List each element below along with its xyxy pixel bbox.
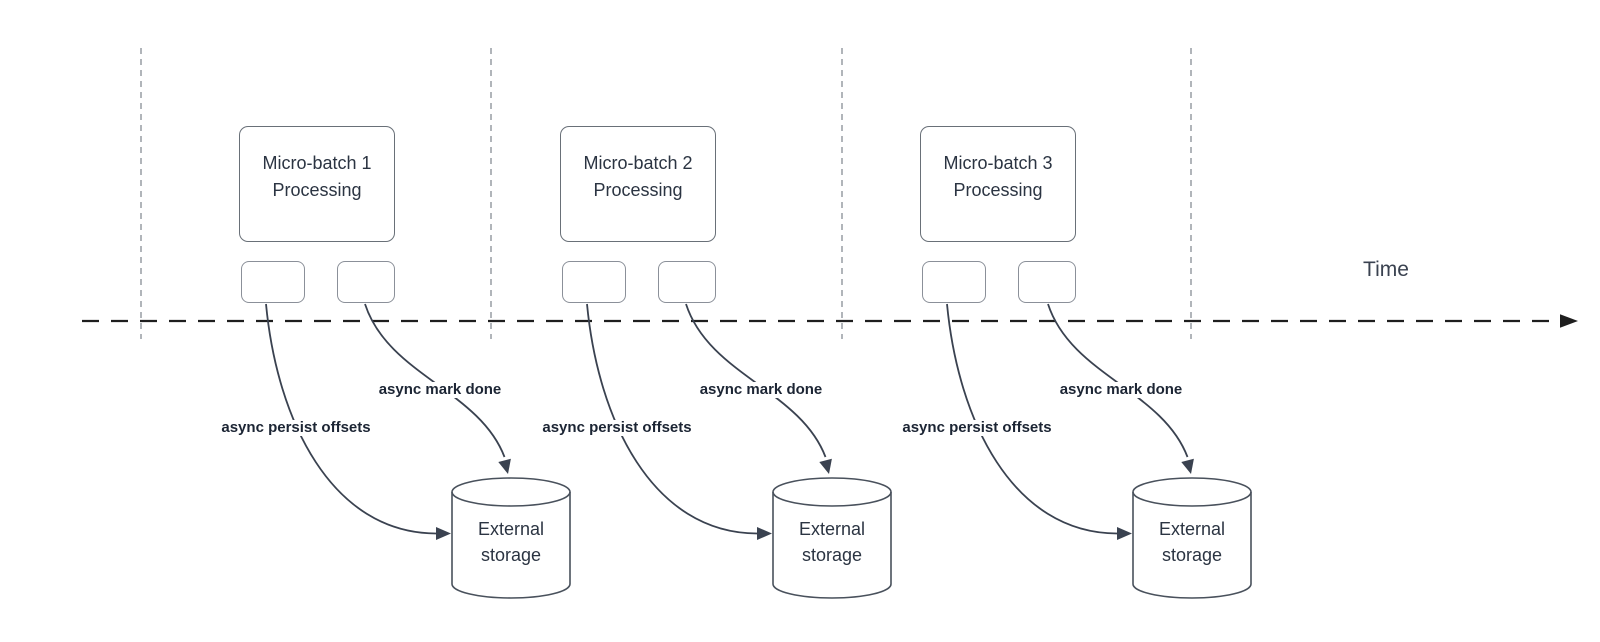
persist-offsets-label: async persist offsets xyxy=(888,420,1066,436)
persist-offsets-arrow xyxy=(946,303,1118,535)
time-axis-arrowhead-icon xyxy=(1560,314,1578,328)
mark-done-label: async mark done xyxy=(684,382,838,398)
batch-group-1: Micro-batch 1 Processing async persist o… xyxy=(207,0,579,642)
mark-done-arrowhead-icon xyxy=(498,458,511,474)
persist-offsets-arrow xyxy=(586,303,758,535)
external-storage-cylinder-lip xyxy=(1132,491,1252,507)
mark-done-arrowhead-icon xyxy=(1181,458,1194,474)
micro-batch-box-label: Micro-batch 1 Processing xyxy=(262,153,372,200)
micro-batch-box: Micro-batch 2 Processing xyxy=(560,126,716,242)
persist-offsets-label: async persist offsets xyxy=(528,420,706,436)
external-storage-cylinder xyxy=(772,477,892,599)
mark-done-arrowhead-icon xyxy=(819,458,832,474)
mark-done-task-box xyxy=(337,261,395,303)
micro-batch-box: Micro-batch 3 Processing xyxy=(920,126,1076,242)
time-axis-label: Time xyxy=(1363,258,1409,281)
external-storage-label: External storage xyxy=(1158,519,1226,565)
mark-done-task-box xyxy=(658,261,716,303)
persist-offsets-label: async persist offsets xyxy=(207,420,385,436)
persist-offsets-arrow xyxy=(265,303,437,535)
batch-group-2: Micro-batch 2 Processing async persist o… xyxy=(528,0,900,642)
mark-done-label: async mark done xyxy=(363,382,517,398)
micro-batch-box: Micro-batch 1 Processing xyxy=(239,126,395,242)
mark-done-label: async mark done xyxy=(1044,382,1198,398)
persist-offsets-arrowhead-icon xyxy=(757,527,772,540)
micro-batch-box-label: Micro-batch 2 Processing xyxy=(583,153,693,200)
persist-offsets-arrowhead-icon xyxy=(1117,527,1132,540)
external-storage-cylinder-lip xyxy=(772,491,892,507)
external-storage-cylinder-lip xyxy=(451,491,571,507)
external-storage-label: External storage xyxy=(477,519,545,565)
persist-offsets-arrowhead-icon xyxy=(436,527,451,540)
mark-done-task-box xyxy=(1018,261,1076,303)
persist-offsets-task-box xyxy=(241,261,305,303)
external-storage-cylinder xyxy=(1132,477,1252,599)
external-storage-label: External storage xyxy=(798,519,866,565)
external-storage-cylinder xyxy=(451,477,571,599)
persist-offsets-task-box xyxy=(922,261,986,303)
persist-offsets-task-box xyxy=(562,261,626,303)
batch-group-3: Micro-batch 3 Processing async persist o… xyxy=(888,0,1260,642)
micro-batch-box-label: Micro-batch 3 Processing xyxy=(943,153,1053,200)
batch-1-flow-arrows xyxy=(265,303,571,599)
